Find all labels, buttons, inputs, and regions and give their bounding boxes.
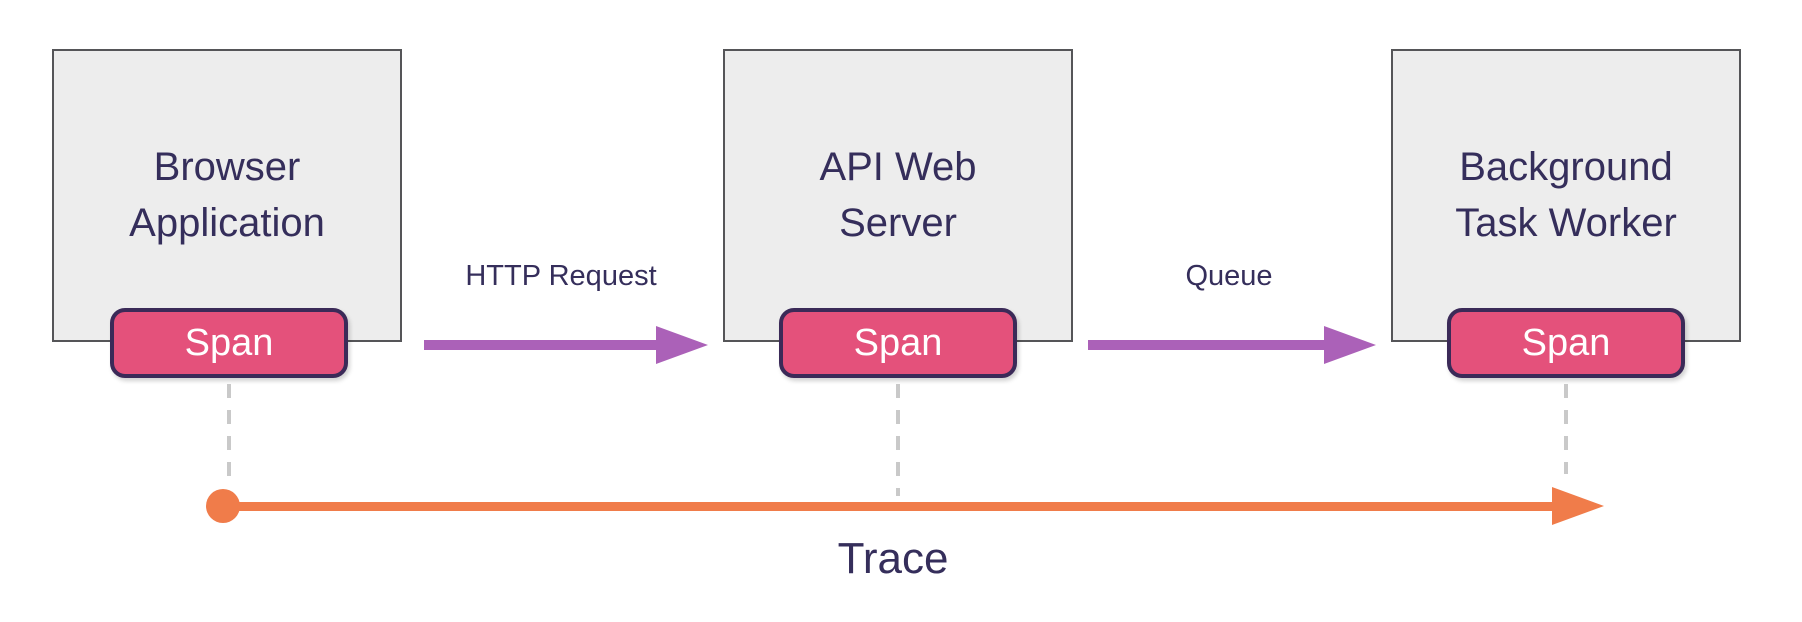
trace-timeline	[223, 502, 1553, 511]
node-label-line: Application	[129, 200, 325, 245]
span-badge-worker: Span	[1447, 308, 1685, 378]
node-label-line: Server	[839, 200, 957, 245]
node-label: API Web Server	[819, 140, 976, 250]
arrowhead-icon	[656, 326, 708, 364]
queue-label: Queue	[1185, 260, 1273, 292]
span-trace-connector	[896, 384, 900, 496]
span-badge-browser: Span	[110, 308, 348, 378]
node-label-line: API Web	[819, 145, 977, 190]
node-browser-application: Browser Application	[52, 49, 402, 342]
span-trace-connector	[227, 384, 231, 480]
node-label-line: Browser	[153, 145, 301, 190]
span-trace-connector	[1564, 384, 1568, 474]
span-badge-api: Span	[779, 308, 1017, 378]
arrowhead-icon	[1324, 326, 1376, 364]
node-label-line: Task Worker	[1455, 200, 1677, 245]
node-label: Browser Application	[129, 140, 325, 250]
node-label-line: Background	[1459, 145, 1673, 190]
node-api-web-server: API Web Server	[723, 49, 1073, 342]
queue-arrow	[1088, 340, 1328, 350]
node-label: Background Task Worker	[1455, 140, 1677, 250]
arrowhead-icon	[1552, 487, 1604, 525]
node-background-task-worker: Background Task Worker	[1391, 49, 1741, 342]
http-request-label: HTTP Request	[465, 260, 657, 292]
trace-label: Trace	[837, 534, 949, 583]
http-request-arrow	[424, 340, 660, 350]
